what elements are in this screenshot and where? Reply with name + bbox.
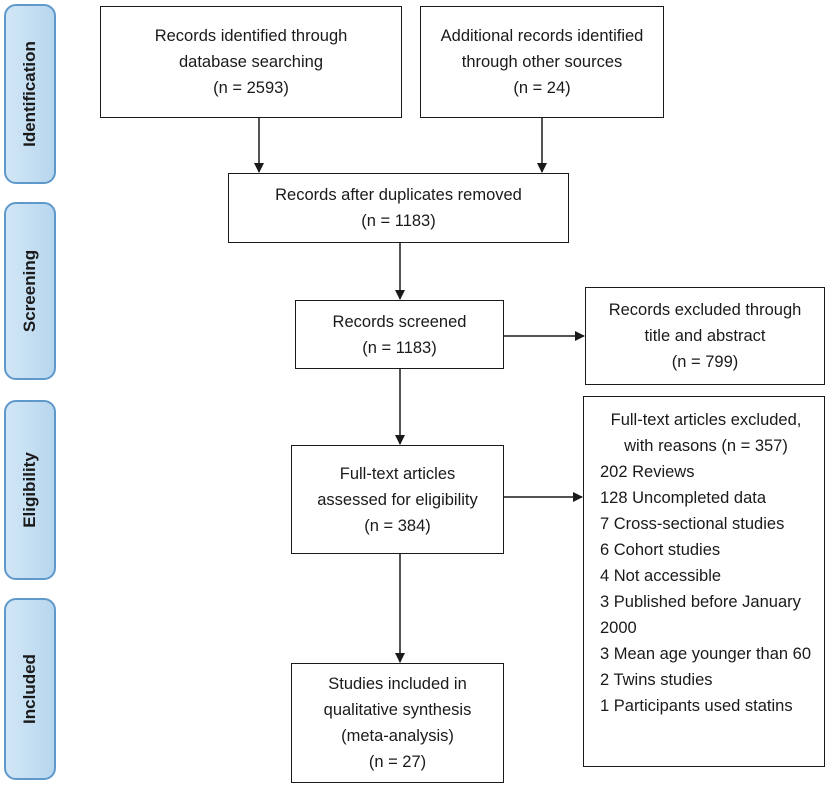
box-line: (n = 24)	[513, 79, 571, 97]
box-full-text-excluded: Full-text articles excluded, with reason…	[583, 396, 825, 767]
box-records-excluded: Records excluded through title and abstr…	[585, 287, 825, 385]
box-heading-line: Full-text articles excluded,	[610, 411, 802, 429]
box-line: (n = 27)	[368, 753, 427, 771]
stage-included: Included	[4, 598, 56, 780]
box-line: (n = 1183)	[361, 212, 436, 230]
reason-item: 6 Cohort studies	[600, 541, 721, 559]
stage-eligibility: Eligibility	[4, 400, 56, 580]
box-heading-line: with reasons (n = 357)	[624, 437, 788, 455]
box-line: Records identified through	[154, 27, 348, 45]
reason-item: 3 Mean age younger than 60	[600, 645, 811, 663]
box-line: through other sources	[461, 53, 623, 71]
box-line: title and abstract	[644, 327, 766, 345]
box-line: Full-text articles	[339, 464, 456, 483]
stage-screening: Screening	[4, 202, 56, 380]
box-full-text-assessed: Full-text articles assessed for eligibil…	[291, 445, 504, 554]
box-line: (n = 1183)	[362, 338, 437, 357]
box-line: (meta-analysis)	[341, 727, 454, 745]
box-line: (n = 799)	[671, 353, 739, 371]
box-line: database searching	[178, 53, 324, 71]
reason-item: 1 Participants used statins	[600, 697, 793, 715]
box-database-search: Records identified through database sear…	[100, 6, 402, 118]
box-line: assessed for eligibility	[317, 490, 478, 509]
reason-item: 4 Not accessible	[600, 567, 722, 585]
reason-item: 202 Reviews	[600, 463, 695, 481]
reason-item: 7 Cross-sectional studies	[600, 515, 785, 533]
reason-item: 3 Published before January	[600, 593, 801, 611]
box-line: (n = 2593)	[213, 79, 289, 97]
box-line: Records screened	[332, 312, 467, 331]
box-line: Records excluded through	[608, 301, 802, 319]
box-duplicates-removed: Records after duplicates removed (n = 11…	[228, 173, 569, 243]
box-line: qualitative synthesis	[323, 701, 472, 719]
stage-identification: Identification	[4, 4, 56, 184]
reason-item: 2 Twins studies	[600, 671, 713, 689]
box-line: Records after duplicates removed	[275, 186, 522, 204]
box-line: Additional records identified	[440, 27, 644, 45]
box-other-sources: Additional records identified through ot…	[420, 6, 664, 118]
box-studies-included: Studies included in qualitative synthesi…	[291, 663, 504, 783]
box-line: (n = 384)	[364, 516, 431, 535]
reason-item: 2000	[600, 619, 637, 637]
reason-item: 128 Uncompleted data	[600, 489, 767, 507]
box-line: Studies included in	[328, 675, 467, 693]
box-records-screened: Records screened (n = 1183)	[295, 300, 504, 369]
